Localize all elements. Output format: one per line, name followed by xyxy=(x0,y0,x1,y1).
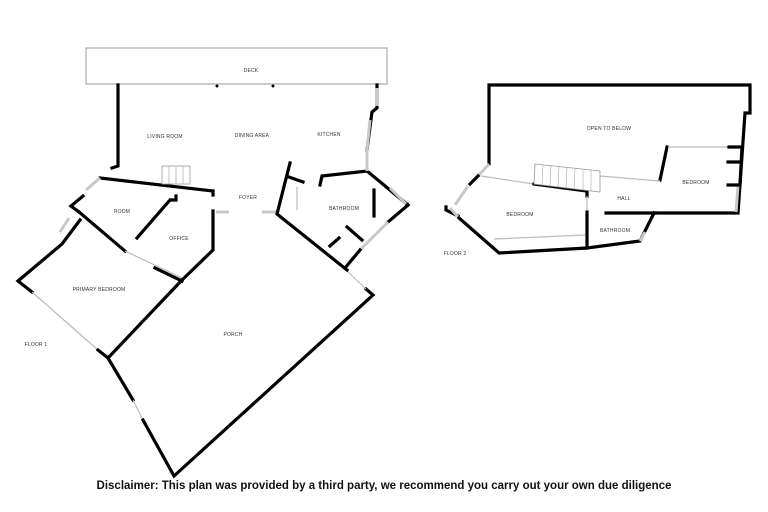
room-label-room: ROOM xyxy=(113,209,131,215)
room-label-bathroom-2: BATHROOM xyxy=(599,228,631,234)
floor2-walls xyxy=(444,83,752,255)
disclaimer-text: Disclaimer: This plan was provided by a … xyxy=(96,480,672,492)
floor1-walls xyxy=(15,83,411,479)
floor2-label: FLOOR 2 xyxy=(443,251,467,257)
room-label-primary-bedroom: PRIMARY BEDROOM xyxy=(72,287,126,293)
floor1-label: FLOOR 1 xyxy=(24,342,48,348)
room-label-bedroom-left: BEDROOM xyxy=(506,212,534,218)
room-label-kitchen: KITCHEN xyxy=(317,132,341,138)
room-label-bedroom-right: BEDROOM xyxy=(682,180,710,186)
room-label-open-to-below: OPEN TO BELOW xyxy=(586,126,632,132)
room-label-foyer: FOYER xyxy=(238,195,258,201)
room-label-porch: PORCH xyxy=(223,332,243,338)
room-label-hall: HALL xyxy=(617,196,631,202)
room-label-dining-area: DINING AREA xyxy=(234,133,270,139)
room-label-office: OFFICE xyxy=(169,236,189,242)
room-label-bathroom: BATHROOM xyxy=(328,206,360,212)
deck-outline xyxy=(85,47,388,85)
room-label-living-room: LIVING ROOM xyxy=(147,134,183,140)
room-label-deck: DECK xyxy=(243,68,259,74)
